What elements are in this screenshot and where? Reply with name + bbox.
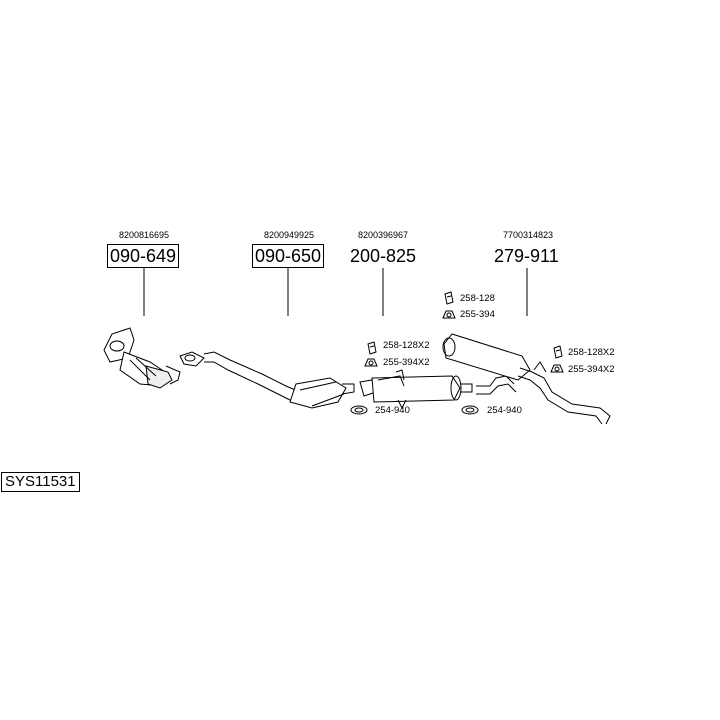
part-number-1[interactable]: 090-649 [107,244,180,268]
clamp-icon [350,405,368,415]
clamp-icon [461,405,479,415]
part-number-2[interactable]: 090-650 [252,244,325,268]
accessory-label[interactable]: 258-128X2 [383,340,430,351]
accessory-label[interactable]: 254-940 [375,405,410,416]
rubber-mount-icon [364,358,378,367]
rubber-mount-icon [550,364,564,373]
bracket-icon [444,291,454,305]
accessory-label[interactable]: 255-394X2 [568,364,615,375]
accessory-label[interactable]: 255-394X2 [383,357,430,368]
bracket-icon [553,345,563,359]
part-number-4[interactable]: 279-911 [494,246,559,266]
oem-number-2: 8200949925 [263,230,315,240]
oem-number-1: 8200816695 [118,230,170,240]
catalyst-front-part [103,327,181,389]
accessory-label[interactable]: 258-128 [460,293,495,304]
accessory-label[interactable]: 255-394 [460,309,495,320]
accessory-label[interactable]: 254-940 [487,405,522,416]
part-number-3[interactable]: 200-825 [350,246,417,266]
oem-number-3: 8200396967 [357,230,409,240]
front-pipe-part [179,351,355,409]
accessory-label[interactable]: 258-128X2 [568,347,615,358]
oem-number-4: 7700314823 [502,230,554,240]
rubber-mount-icon [442,310,456,319]
system-code-label: SYS11531 [1,472,80,492]
rear-silencer-part [442,333,611,425]
middle-silencer-part [359,369,473,410]
bracket-icon [367,341,377,355]
